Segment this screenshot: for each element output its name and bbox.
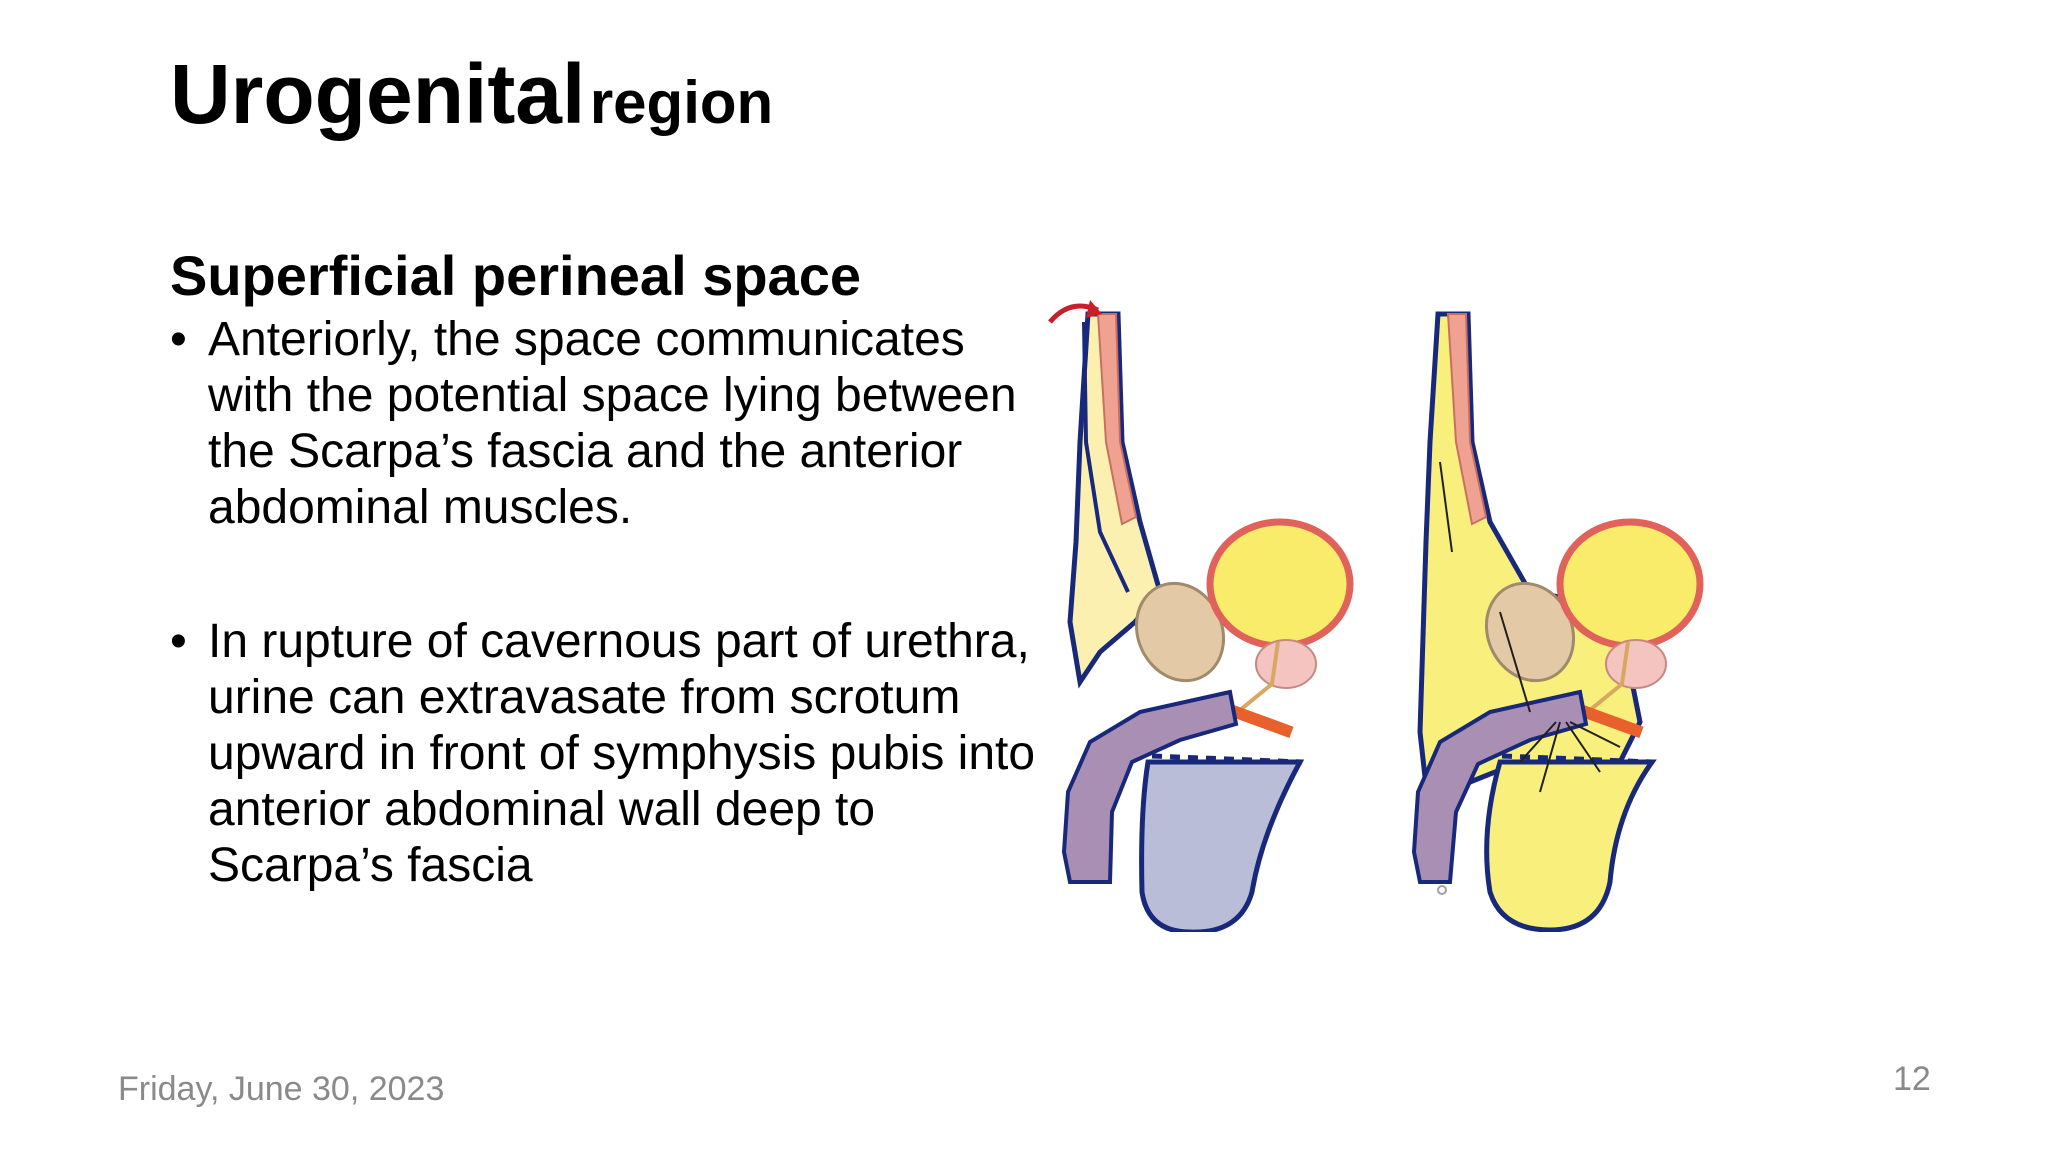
- red-arrowhead-left: [1086, 300, 1102, 318]
- bladder-left: [1206, 518, 1354, 650]
- normal-section-diagram: [1048, 300, 1354, 932]
- penis-right: [1411, 689, 1589, 884]
- extravasation-section-diagram: [1411, 311, 1704, 932]
- footer-date: Friday, June 30, 2023: [118, 1070, 445, 1108]
- slide-title: Urogenital region: [170, 52, 773, 136]
- bullet-marker: •: [170, 615, 187, 668]
- flow-arrows: [1439, 461, 1621, 793]
- section-heading: Superficial perineal space: [170, 244, 861, 307]
- bullet-item: • Anteriorly, the space communicates wit…: [170, 312, 1040, 536]
- rectus-muscle-right: [1446, 313, 1488, 526]
- scrotum-left: [1139, 759, 1305, 932]
- prostate-right: [1605, 639, 1667, 689]
- bullet-text: Anteriorly, the space communicates with …: [208, 313, 1017, 534]
- bullet-list: • Anteriorly, the space communicates wit…: [170, 312, 1040, 894]
- urine-drop: [1437, 885, 1447, 895]
- prostate-left: [1255, 639, 1317, 689]
- bullet-marker: •: [170, 313, 187, 366]
- bullet-text: In rupture of cavernous part of urethra,…: [208, 615, 1036, 892]
- fascia-dash-right: [1501, 753, 1653, 765]
- bladder-right: [1556, 518, 1704, 650]
- anatomy-illustration: [1048, 300, 1704, 932]
- penis-left: [1061, 689, 1239, 884]
- title-main: Urogenital: [170, 47, 586, 141]
- rectus-muscle-left: [1096, 313, 1138, 526]
- scarpa-line-left: [1082, 321, 1130, 593]
- scrotum-right: [1484, 759, 1657, 932]
- page-number: 12: [1893, 1060, 1931, 1098]
- bullet-item: • In rupture of cavernous part of urethr…: [170, 614, 1040, 894]
- title-sub: region: [589, 69, 774, 136]
- abdominal-wall-left: [1067, 311, 1163, 689]
- fascia-dash-left: [1151, 753, 1303, 765]
